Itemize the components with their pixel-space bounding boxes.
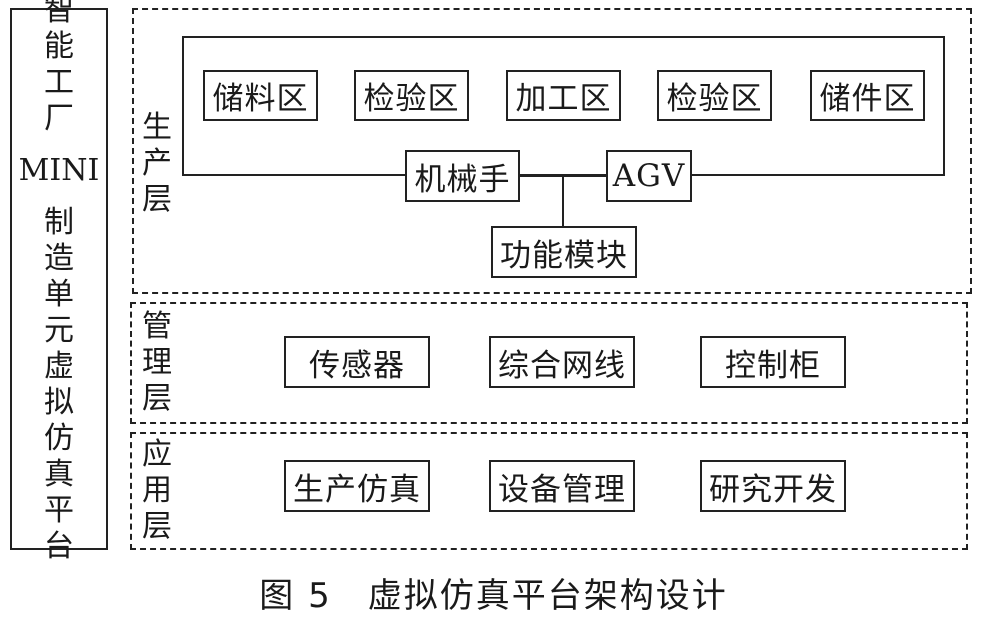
area-storage-parts: 储件区 — [810, 70, 925, 121]
figure-caption: 图 5 虚拟仿真平台架构设计 — [259, 575, 728, 616]
platform-char: 真 — [44, 457, 74, 492]
connector-horizontal — [520, 175, 608, 177]
platform-char: 厂 — [44, 101, 74, 136]
platform-mini-label: MINI — [18, 153, 100, 188]
production-layer-label: 生 产 层 — [142, 110, 172, 217]
robot-box: 机械手 — [405, 150, 520, 202]
production-simulation-box: 生产仿真 — [284, 460, 430, 512]
area-storage-material: 储料区 — [203, 70, 318, 121]
sensor-box: 传感器 — [284, 336, 430, 388]
platform-char: 台 — [44, 529, 74, 564]
agv-box: AGV — [606, 150, 692, 202]
network-cable-box: 综合网线 — [489, 336, 635, 388]
platform-char: 造 — [44, 241, 74, 276]
platform-char: 虚 — [44, 349, 74, 384]
management-layer — [130, 302, 968, 424]
application-layer — [130, 432, 968, 550]
platform-title-box: 智 能 工 厂 MINI 制 造 单 元 虚 拟 仿 真 平 台 — [10, 0, 108, 564]
platform-char: 单 — [44, 277, 74, 312]
platform-char: 智 — [44, 0, 74, 28]
platform-char: 仿 — [44, 421, 74, 456]
area-inspection-1: 检验区 — [354, 70, 469, 121]
platform-char: 元 — [44, 313, 74, 348]
production-layer — [132, 8, 972, 294]
platform-char: 制 — [44, 205, 74, 240]
platform-char: 平 — [44, 493, 74, 528]
platform-char: 能 — [44, 29, 74, 64]
research-development-box: 研究开发 — [700, 460, 846, 512]
connector-vertical — [562, 176, 564, 228]
platform-char: 拟 — [44, 385, 74, 420]
area-inspection-2: 检验区 — [657, 70, 772, 121]
application-layer-label: 应 用 层 — [142, 437, 172, 544]
platform-char: 工 — [44, 65, 74, 100]
area-processing: 加工区 — [506, 70, 621, 121]
control-cabinet-box: 控制柜 — [700, 336, 846, 388]
equipment-management-box: 设备管理 — [489, 460, 635, 512]
management-layer-label: 管 理 层 — [142, 309, 172, 416]
function-module-box: 功能模块 — [491, 226, 637, 278]
